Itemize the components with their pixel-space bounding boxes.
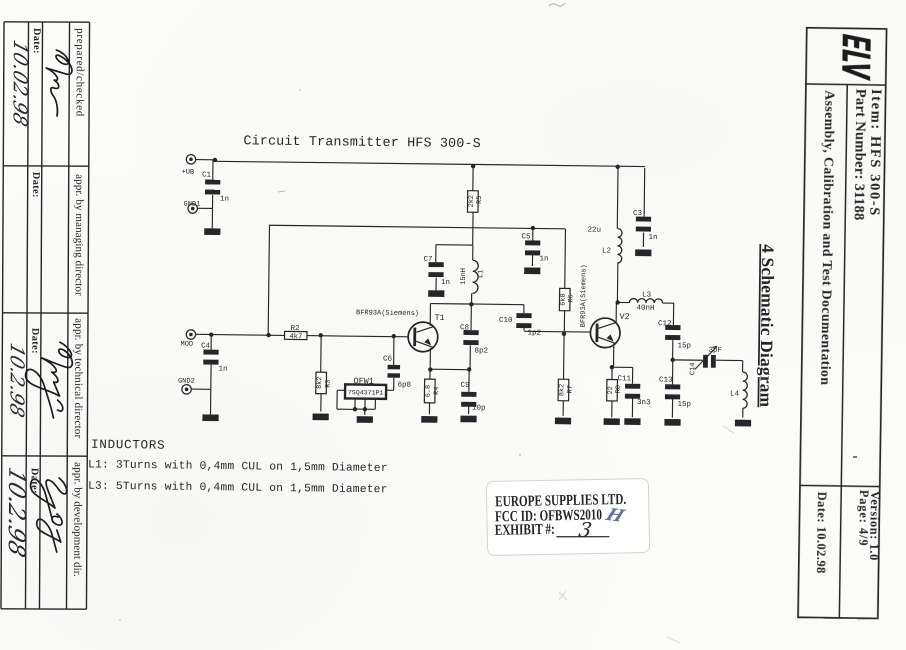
- scan-grain-overlay: [0, 0, 906, 650]
- scanned-sheet: prepared/checked Date: appr. by managing…: [0, 0, 906, 650]
- page-canvas: prepared/checked Date: appr. by managing…: [0, 0, 906, 650]
